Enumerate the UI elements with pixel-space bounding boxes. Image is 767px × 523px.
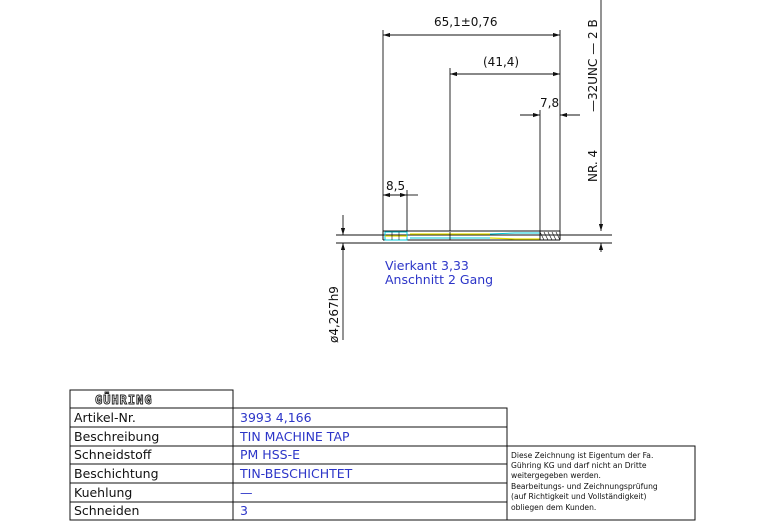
chamfer-note: Anschnitt 2 Gang	[385, 272, 493, 287]
square-length-dim: 8,5	[386, 179, 405, 193]
row-label-coating: Beschichtung	[74, 466, 159, 481]
row-label-article: Artikel-Nr.	[74, 410, 136, 425]
tool-side-view	[336, 230, 612, 244]
title-block	[69, 389, 696, 521]
dimension-lines	[340, 0, 604, 340]
thread-length-dim: 7,8	[540, 96, 559, 110]
square-note: Vierkant 3,33	[385, 258, 469, 273]
size-label: NR. 4	[586, 150, 600, 182]
shank-diameter-dim: ø4,267h9	[327, 286, 341, 343]
row-label-description: Beschreibung	[74, 429, 159, 444]
row-label-cooling: Kuehlung	[74, 485, 132, 500]
guehring-logo: GÜHRING	[95, 392, 153, 407]
row-value-flutes: 3	[240, 503, 248, 518]
legal-line: Bearbeitungs- und Zeichnungsprüfung	[511, 482, 658, 491]
row-value-description: TIN MACHINE TAP	[239, 429, 350, 444]
overall-length-dim: 65,1±0,76	[434, 15, 498, 29]
legal-line: weitergegeben werden.	[511, 471, 601, 480]
legal-notice: Diese Zeichnung ist Eigentum der Fa. Güh…	[511, 451, 658, 512]
legal-line: obliegen dem Kunden.	[511, 503, 596, 512]
row-value-coating: TIN-BESCHICHTET	[239, 466, 353, 481]
row-value-cooling: —	[240, 485, 253, 500]
legal-line: Diese Zeichnung ist Eigentum der Fa.	[511, 451, 653, 460]
legal-line: (auf Richtigkeit und Vollständigkeit)	[511, 492, 646, 501]
row-value-material: PM HSS-E	[240, 447, 300, 462]
thread-spec-label: —32UNC — 2 B	[586, 19, 600, 112]
legal-line: Gühring KG und darf nicht an Dritte	[511, 461, 647, 470]
row-label-flutes: Schneiden	[74, 503, 139, 518]
row-value-article: 3993 4,166	[240, 410, 312, 425]
title-block-grid	[69, 390, 696, 521]
row-label-material: Schneidstoff	[74, 447, 152, 462]
shank-length-dim: (41,4)	[483, 55, 519, 69]
